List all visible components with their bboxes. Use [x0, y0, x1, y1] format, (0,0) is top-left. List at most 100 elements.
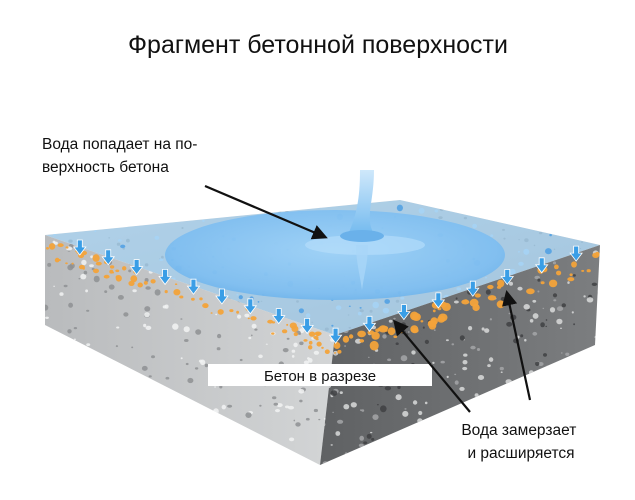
aggregate-speck [542, 307, 545, 310]
aggregate-speck [389, 439, 394, 442]
aggregate-speck [110, 425, 113, 427]
water-droplet [154, 235, 160, 240]
water-stream-icon [349, 170, 374, 238]
aggregate-speck [55, 200, 57, 202]
aggregate-speck [422, 326, 425, 329]
ice-particle [210, 312, 213, 314]
water-droplet [305, 313, 311, 318]
aggregate-speck [299, 328, 305, 334]
aggregate-speck [505, 379, 512, 385]
aggregate-speck [48, 356, 54, 361]
aggregate-speck [303, 360, 309, 365]
ice-particle [497, 279, 505, 288]
aggregate-speck [118, 376, 121, 379]
aggregate-speck [457, 449, 462, 453]
aggregate-speck [144, 306, 151, 312]
aggregate-speck [463, 353, 468, 357]
aggregate-speck [537, 290, 540, 293]
aggregate-speck [215, 313, 218, 316]
aggregate-speck [443, 460, 449, 465]
ice-particle [556, 270, 562, 276]
aggregate-speck [140, 393, 147, 398]
aggregate-speck [535, 361, 540, 367]
aggregate-speck [453, 300, 459, 304]
aggregate-speck [185, 362, 189, 366]
aggregate-speck [138, 447, 145, 451]
ice-particle [92, 254, 100, 262]
aggregate-speck [94, 211, 99, 215]
aggregate-speck [538, 362, 544, 366]
aggregate-speck [229, 448, 234, 454]
water-droplet [276, 200, 282, 207]
aggregate-speck [285, 405, 290, 409]
water-droplet [257, 301, 260, 303]
ice-particle [281, 329, 288, 334]
aggregate-speck [506, 383, 511, 387]
ice-particle [303, 339, 308, 342]
down-arrow-icon [397, 304, 411, 321]
ice-particle [333, 342, 341, 349]
ice-particle [567, 277, 575, 282]
aggregate-speck [153, 414, 159, 420]
aggregate-speck [398, 431, 404, 435]
aggregate-speck [251, 323, 257, 329]
aggregate-speck [307, 357, 310, 360]
ice-particle [412, 315, 416, 319]
ice-particle [487, 295, 497, 301]
aggregate-speck [462, 366, 468, 371]
water-droplet [523, 248, 530, 255]
aggregate-speck [47, 262, 52, 267]
aggregate-speck [572, 274, 576, 277]
aggregate-speck [424, 401, 428, 405]
aggregate-speck [214, 386, 217, 388]
aggregate-speck [367, 356, 370, 358]
aggregate-speck [417, 418, 423, 424]
aggregate-speck [60, 403, 65, 408]
aggregate-speck [180, 357, 183, 360]
aggregate-speck [344, 452, 348, 455]
aggregate-speck [398, 442, 403, 448]
aggregate-speck [128, 269, 132, 273]
aggregate-speck [122, 369, 125, 373]
water-droplet [339, 200, 345, 206]
aggregate-speck [265, 343, 268, 345]
water-droplet [316, 202, 323, 208]
aggregate-speck [552, 261, 557, 265]
aggregate-speck [273, 402, 279, 406]
down-arrow-icon [243, 298, 258, 315]
aggregate-speck [195, 457, 198, 460]
water-droplet [294, 203, 301, 209]
aggregate-speck [532, 331, 538, 336]
water-droplet [85, 207, 90, 211]
aggregate-speck [392, 457, 400, 465]
aggregate-speck [540, 322, 545, 328]
aggregate-speck [563, 370, 566, 372]
aggregate-speck [154, 289, 161, 296]
aggregate-speck [132, 374, 138, 379]
aggregate-speck [184, 339, 189, 342]
ice-particle [143, 281, 148, 285]
aggregate-speck [350, 402, 357, 408]
aggregate-speck [244, 313, 250, 318]
aggregate-speck [249, 447, 252, 449]
aggregate-speck [154, 441, 160, 446]
aggregate-speck [575, 356, 582, 361]
section-label-box [208, 364, 432, 386]
aggregate-speck [361, 409, 365, 412]
aggregate-speck [448, 425, 451, 427]
water-droplet [400, 296, 405, 300]
aggregate-speck [500, 371, 503, 374]
aggregate-speck [318, 418, 321, 421]
aggregate-speck [183, 421, 186, 424]
aggregate-speck [141, 365, 148, 371]
aggregate-speck [459, 335, 465, 341]
aggregate-speck [537, 278, 541, 282]
aggregate-speck [64, 371, 71, 377]
ice-particle [199, 297, 203, 301]
aggregate-speck [322, 461, 329, 465]
down-arrow-icon [129, 259, 144, 276]
water-droplet [298, 308, 304, 314]
aggregate-speck [360, 409, 362, 411]
aggregate-speck [84, 456, 90, 461]
aggregate-speck [470, 414, 477, 421]
